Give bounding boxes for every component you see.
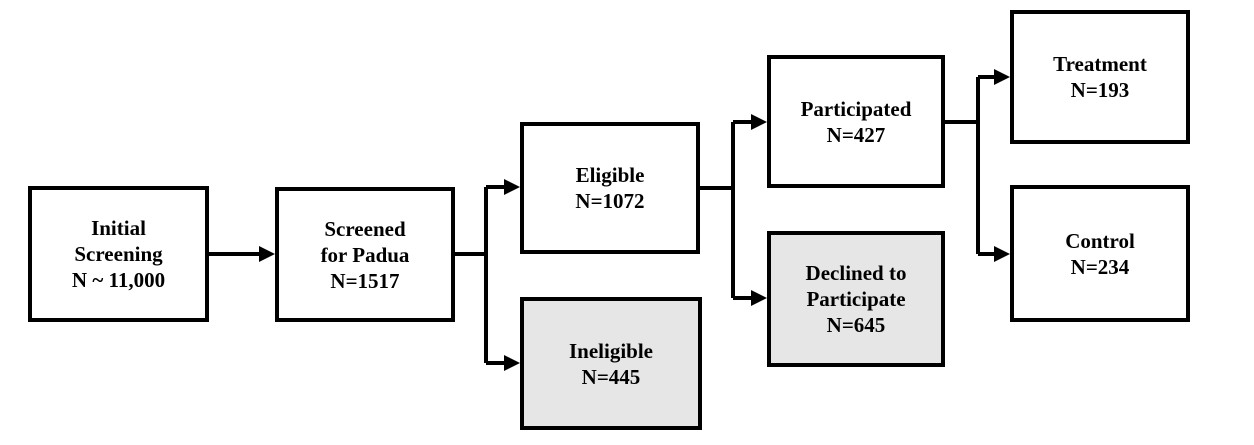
arrowhead-to-ineligible <box>504 355 520 371</box>
node-control: Control N=234 <box>1010 185 1190 322</box>
node-declined-to-participate: Declined to Participate N=645 <box>767 231 945 367</box>
arrowhead-to-participated <box>751 114 767 130</box>
node-eligible-label: Eligible N=1072 <box>575 163 645 213</box>
node-control-label: Control N=234 <box>1065 228 1135 279</box>
arrowhead-to-control <box>994 246 1010 262</box>
node-ineligible-label: Ineligible N=445 <box>568 338 653 389</box>
node-screened-for-padua-label: Screened for Padua N=1517 <box>320 216 410 293</box>
node-ineligible: Ineligible N=445 <box>520 297 702 430</box>
connector-lines <box>208 75 994 365</box>
arrowhead-to-treatment <box>994 69 1010 85</box>
node-initial-screening-label: Initial Screening N ~ 11,000 <box>71 216 166 292</box>
node-screened-for-padua: Screened for Padua N=1517 <box>275 187 455 322</box>
node-initial-screening: Initial Screening N ~ 11,000 <box>28 186 209 322</box>
arrowhead-to-screened <box>259 246 275 262</box>
node-eligible: Eligible N=1072 <box>520 122 700 254</box>
node-treatment-label: Treatment N=193 <box>1053 52 1147 102</box>
node-treatment: Treatment N=193 <box>1010 10 1190 144</box>
arrowhead-to-eligible <box>504 179 520 195</box>
arrowheads <box>259 69 1010 371</box>
node-participated: Participated N=427 <box>767 55 945 188</box>
arrowhead-to-declined <box>751 290 767 306</box>
node-participated-label: Participated N=427 <box>800 96 912 147</box>
node-declined-to-participate-label: Declined to Participate N=645 <box>805 261 907 337</box>
